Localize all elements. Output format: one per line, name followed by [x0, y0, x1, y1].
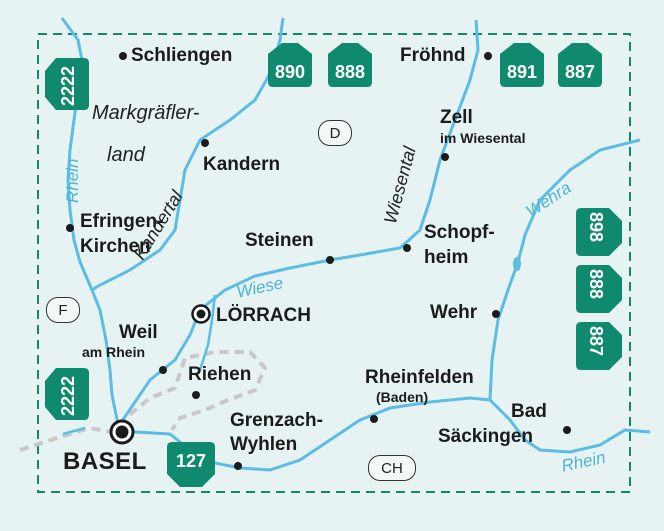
place-label-riehen: Riehen	[188, 364, 252, 385]
steinen-dot	[326, 256, 334, 264]
adjacent-sheet-887-top[interactable]: 887	[552, 40, 608, 88]
efringen-dot	[66, 224, 74, 232]
weil-dot	[159, 366, 167, 374]
place-label-frohnd: Fröhnd	[400, 45, 466, 66]
river-label-rhein-north: Rhein	[63, 158, 82, 203]
adjacent-sheet-888-top[interactable]: 888	[322, 40, 378, 88]
sheet-number-888-right: 888	[586, 269, 606, 300]
place-label-sackingen-2: Säckingen	[438, 426, 534, 447]
region-label-markgrafler-2: land	[107, 144, 145, 166]
lorrach-city-marker	[191, 304, 211, 324]
country-label-germany: D	[318, 120, 352, 146]
place-label-lorrach: LÖRRACH	[216, 305, 311, 326]
sheet-number-891: 891	[506, 62, 538, 82]
adjacent-sheet-887-right[interactable]: 887	[575, 319, 625, 373]
sheet-number-2222-top: 2222	[58, 65, 78, 106]
grenzach-dot	[234, 462, 242, 470]
border-fr-ch	[19, 422, 120, 452]
adjacent-sheet-2222-top[interactable]: 2222	[42, 54, 90, 114]
sheet-number-127: 127	[175, 451, 207, 471]
basel-city-marker	[109, 419, 135, 445]
river-wehra	[488, 138, 641, 401]
sheet-badge-icon	[558, 43, 602, 87]
country-label-switzerland: CH	[368, 455, 416, 481]
place-label-rheinfelden-sub: (Baden)	[376, 389, 429, 405]
schopfheim-dot	[403, 244, 411, 252]
border-de-ch	[116, 350, 268, 432]
country-label-france: F	[46, 297, 80, 323]
place-label-basel: BASEL	[63, 448, 147, 475]
lake-wehra	[513, 257, 521, 271]
place-label-efringen-1: Efringen-	[80, 211, 164, 232]
sheet-number-890: 890	[274, 62, 306, 82]
adjacent-sheet-888-right[interactable]: 888	[575, 262, 625, 316]
sheet-badge-icon	[576, 208, 622, 256]
river-wiese	[118, 19, 480, 425]
place-label-steinen: Steinen	[245, 230, 314, 251]
place-label-rheinfelden: Rheinfelden	[365, 367, 474, 388]
sackingen-dot	[563, 426, 571, 434]
sheet-number-887-top: 887	[564, 62, 596, 82]
region-label-markgrafler-1: Markgräfler-	[92, 102, 200, 124]
river-birs	[62, 426, 86, 436]
sheet-badge-icon	[576, 265, 622, 313]
place-label-weil-sub: am Rhein	[82, 344, 146, 360]
river-kander-branch	[198, 294, 217, 371]
sheet-badge-icon	[268, 43, 312, 87]
sheet-number-898-right: 898	[586, 212, 606, 243]
sheet-badge-icon	[167, 442, 215, 487]
adjacent-sheet-890[interactable]: 890	[262, 40, 318, 88]
place-label-zell-sub: im Wiesental	[440, 130, 526, 146]
sheet-badge-icon	[45, 368, 89, 420]
sheet-number-887-right: 887	[586, 326, 606, 357]
place-label-schopfheim-2: heim	[424, 247, 469, 268]
place-label-schopfheim-1: Schopf-	[424, 222, 495, 243]
zell-dot	[441, 153, 449, 161]
place-label-grenzach-2: Wyhlen	[230, 434, 298, 455]
place-label-zell: Zell	[440, 107, 473, 128]
adjacent-sheet-2222-bottom[interactable]: 2222	[42, 364, 90, 424]
sheet-badge-icon	[45, 58, 89, 110]
sheet-number-888-top: 888	[334, 62, 366, 82]
adjacent-sheet-127[interactable]: 127	[164, 440, 218, 490]
place-label-schliengen: Schliengen	[131, 45, 233, 66]
place-label-kandern: Kandern	[203, 154, 281, 175]
sheet-badge-icon	[500, 43, 544, 87]
place-label-sackingen-1: Bad	[511, 401, 547, 422]
wehr-dot	[492, 310, 500, 318]
adjacent-sheet-898-right[interactable]: 898	[575, 205, 625, 259]
place-label-efringen-2: Kirchen	[80, 236, 151, 257]
sheet-badge-icon	[328, 43, 372, 87]
schliengen-dot	[119, 52, 127, 60]
sheet-number-2222-bottom: 2222	[58, 375, 78, 416]
adjacent-sheet-891[interactable]: 891	[494, 40, 550, 88]
place-label-weil: Weil	[119, 322, 158, 343]
sheet-badge-icon	[576, 322, 622, 370]
rheinfelden-dot	[370, 415, 378, 423]
kandern-dot	[201, 139, 209, 147]
place-label-wehr: Wehr	[430, 302, 478, 323]
frohnd-dot	[484, 52, 492, 60]
riehen-dot	[192, 391, 200, 399]
place-label-grenzach-1: Grenzach-	[230, 410, 323, 431]
